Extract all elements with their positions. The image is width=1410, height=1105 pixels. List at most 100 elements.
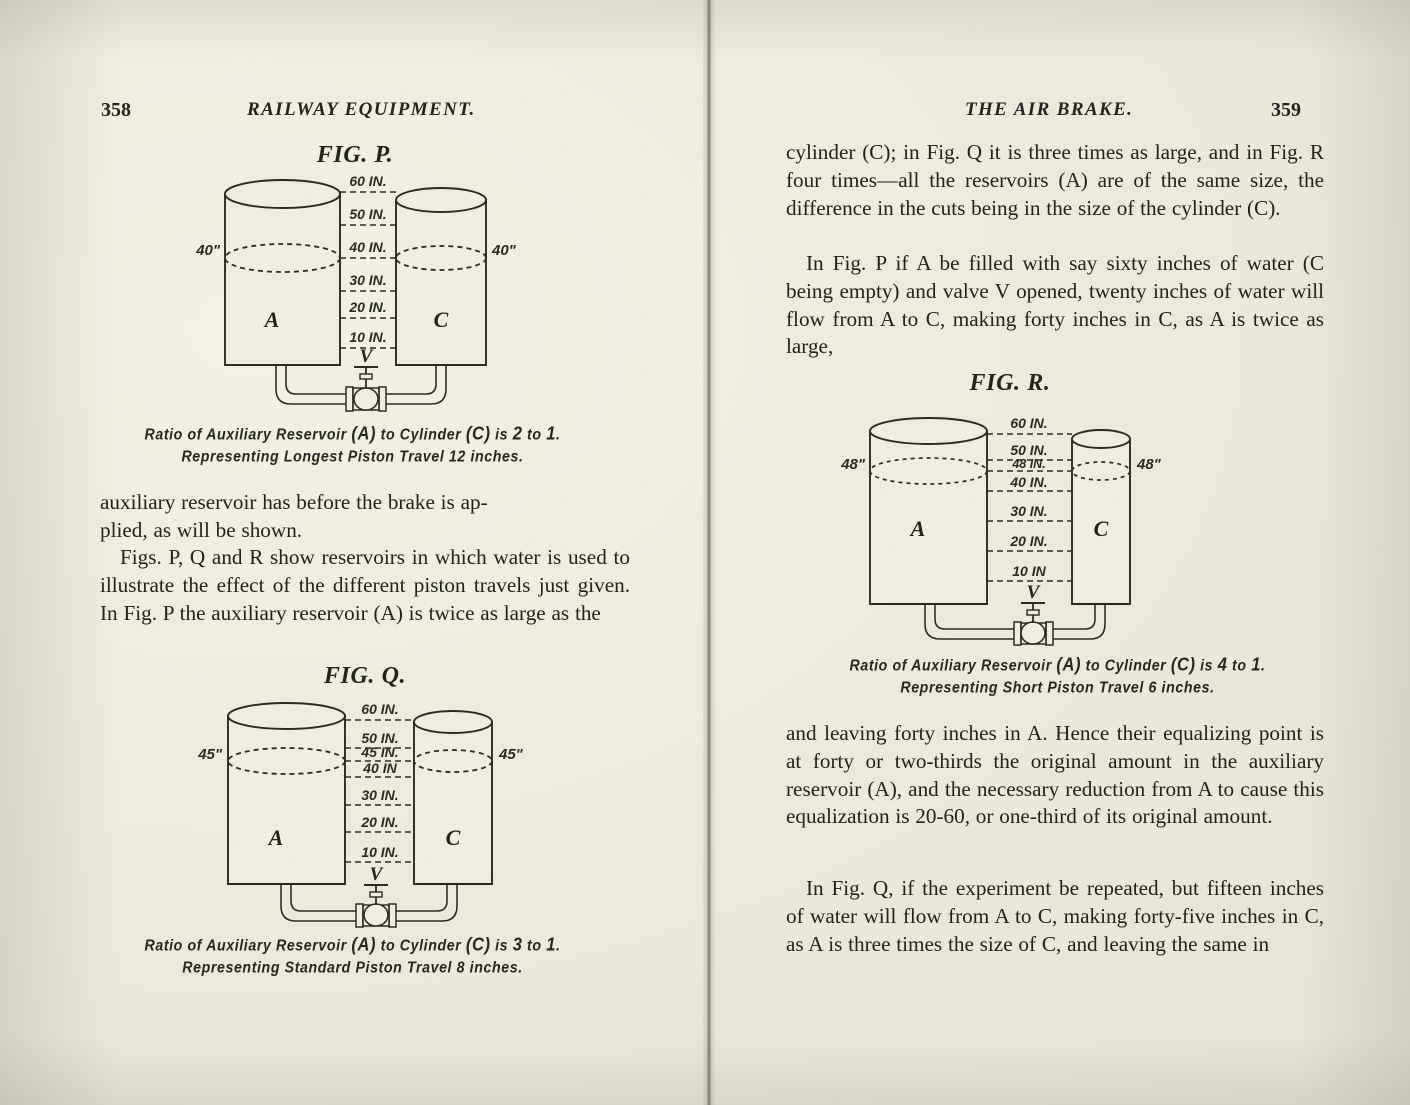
- figure-p-caption-line2: Representing Longest Piston Travel 12 in…: [181, 447, 524, 466]
- figure-p-scale-label-60: 60 IN.: [349, 173, 386, 189]
- figure-r-scale-label-10: 10 IN: [1012, 563, 1046, 579]
- figure-q-caption-line2: Representing Standard Piston Travel 8 in…: [182, 958, 523, 977]
- figure-r-caption-text-g: .: [1260, 657, 1266, 675]
- figure-r-tank-a-label: A: [909, 516, 926, 541]
- pipe-c-inner: [1052, 604, 1096, 630]
- running-head-left: RAILWAY EQUIPMENT.: [247, 99, 476, 120]
- figure-q-caption-a-symbol: (A): [351, 934, 377, 955]
- tank-a-top-ellipse: [224, 179, 341, 209]
- right-edge-shadow: [1300, 0, 1410, 1105]
- bottom-edge-shadow: [0, 1035, 1410, 1105]
- top-edge-shadow: [0, 0, 1410, 60]
- figure-p-caption-text-c: to Cylinder: [376, 426, 466, 444]
- figure-r-scale-label-20: 20 IN.: [1009, 533, 1047, 549]
- figure-q-scale-label-40: 40 IN: [362, 760, 397, 776]
- figure-p-scale-label-30: 30 IN.: [349, 272, 386, 288]
- figure-q-caption-text-f: to: [522, 937, 547, 955]
- left-paragraph-1-line2: plied, as will be shown.: [100, 517, 303, 542]
- pipe-a-outer: [275, 365, 346, 405]
- figure-q-tank-c-label: C: [446, 825, 461, 850]
- tank-a-body: [227, 715, 346, 885]
- tank-c-water-level-ellipse: [395, 245, 487, 271]
- figure-q-scale-label-20: 20 IN.: [360, 814, 398, 830]
- pipe-a-outer: [280, 884, 357, 922]
- tank-c-water-level-ellipse: [1071, 461, 1131, 481]
- figure-p-scale-label-40: 40 IN.: [348, 239, 386, 255]
- figure-p-caption-text-e: is: [490, 426, 513, 444]
- figure-q-scale-label-50: 50 IN.: [361, 730, 398, 746]
- figure-q-level-left: 45": [197, 746, 223, 763]
- figure-p-tank-a-label: A: [263, 307, 280, 332]
- figure-p-level-left: 40": [195, 242, 221, 259]
- pipe-c-outer: [395, 884, 458, 922]
- figure-p-scale-label-20: 20 IN.: [348, 299, 386, 315]
- left-paragraph-1: auxiliary reservoir has before the brake…: [100, 489, 630, 545]
- figure-q-caption-text-e: is: [490, 937, 513, 955]
- figure-q-scale-label-45: 45 IN.: [360, 744, 398, 760]
- figure-r-scale-label-48: 48 IN.: [1011, 457, 1045, 471]
- figure-r-caption-line1: Ratio of Auxiliary Reservoir (A) to Cyli…: [705, 654, 1410, 679]
- figure-p-scale-label-50: 50 IN.: [349, 206, 386, 222]
- figure-p-valve-label: V: [360, 346, 374, 367]
- figure-r-scale-label-50: 50 IN.: [1010, 442, 1047, 458]
- figure-q-caption-ratio-second: 1: [546, 934, 556, 955]
- pipe-a-inner: [934, 604, 1015, 630]
- figure-p-caption-text-g: .: [555, 426, 561, 444]
- figure-r-caption-c-symbol: (C): [1170, 654, 1196, 675]
- figure-r-caption-text-f: to: [1227, 657, 1252, 675]
- figure-r-title: FIG. R.: [969, 370, 1051, 396]
- figure-q-caption-text-g: .: [555, 937, 561, 955]
- figure-p-title: FIG. P.: [316, 142, 394, 168]
- figure-r-caption-text-a: Ratio of Auxiliary Reservoir: [849, 657, 1057, 675]
- tank-c-top-ellipse: [413, 710, 493, 734]
- figure-r-scale-label-60: 60 IN.: [1010, 415, 1047, 431]
- valve-body: [1013, 602, 1054, 646]
- figure-r-diagram: 60 IN. 50 IN. 48 IN. 40 IN. 30 IN. 20 IN…: [840, 408, 1195, 648]
- figure-r-caption-text-e: is: [1195, 657, 1218, 675]
- figure-r-caption-line2: Representing Short Piston Travel 6 inche…: [900, 678, 1215, 697]
- pipe-a-outer: [924, 604, 1015, 640]
- figure-q-scale-label-30: 30 IN.: [361, 787, 398, 803]
- figure-r-caption-text-c: to Cylinder: [1081, 657, 1171, 675]
- tank-a-top-ellipse: [869, 417, 988, 445]
- tank-c-top-ellipse: [395, 187, 487, 213]
- figure-q-title: FIG. Q.: [323, 663, 407, 689]
- tank-a-body: [224, 193, 341, 366]
- figure-q-scale-label-60: 60 IN.: [361, 701, 398, 717]
- right-paragraph-2: In Fig. P if A be filled with say sixty …: [786, 251, 1324, 359]
- tank-c-water-level-ellipse: [413, 749, 493, 773]
- figure-q-caption-c-symbol: (C): [465, 934, 491, 955]
- right-paragraph-3: and leaving forty inches in A. Hence the…: [786, 721, 1324, 829]
- figure-p-caption-c-symbol: (C): [465, 423, 491, 444]
- tank-c-body: [395, 199, 487, 366]
- figure-p-diagram: 60 IN. 50 IN. 40 IN. 30 IN. 20 IN. 10 IN…: [190, 172, 517, 422]
- figure-p-caption-ratio-second: 1: [546, 423, 556, 444]
- right-paragraph-4: In Fig. Q, if the experiment be repeated…: [786, 876, 1324, 956]
- book-gutter: [703, 0, 715, 1105]
- figure-r-level-right: 48": [1136, 456, 1162, 473]
- figure-q-valve-label: V: [370, 864, 384, 885]
- pipe-a-inner: [290, 884, 357, 912]
- figure-q-scale-label-10: 10 IN.: [361, 844, 398, 860]
- figure-q-level-right: 45": [498, 746, 524, 763]
- figure-q-caption-text-a: Ratio of Auxiliary Reservoir: [144, 937, 352, 955]
- figure-p-level-right: 40": [491, 242, 517, 259]
- figure-p-caption-text-a: Ratio of Auxiliary Reservoir: [144, 426, 352, 444]
- figure-r-scale-label-40: 40 IN.: [1009, 474, 1047, 490]
- figure-r-valve-label: V: [1027, 582, 1041, 603]
- figure-r-caption-ratio-second: 1: [1251, 654, 1261, 675]
- right-page: THE AIR BRAKE. 359 cylinder (C); in Fig.…: [705, 0, 1410, 1105]
- left-paragraph-1-line1: auxiliary reservoir has before the brake…: [100, 490, 488, 514]
- figure-p-tank-c-label: C: [434, 307, 449, 332]
- page-number-left: 358: [101, 99, 131, 122]
- figure-p-caption-line1: Ratio of Auxiliary Reservoir (A) to Cyli…: [0, 423, 705, 448]
- running-head-right: THE AIR BRAKE.: [965, 99, 1134, 120]
- figure-r-tank-c-label: C: [1094, 516, 1109, 541]
- figure-p-caption-a-symbol: (A): [351, 423, 377, 444]
- tank-a-top-ellipse: [227, 702, 346, 730]
- figure-p-caption-ratio-first: 2: [512, 423, 523, 444]
- valve-body: [355, 884, 397, 928]
- figure-q-tank-a-label: A: [267, 825, 284, 850]
- valve-body: [345, 366, 387, 412]
